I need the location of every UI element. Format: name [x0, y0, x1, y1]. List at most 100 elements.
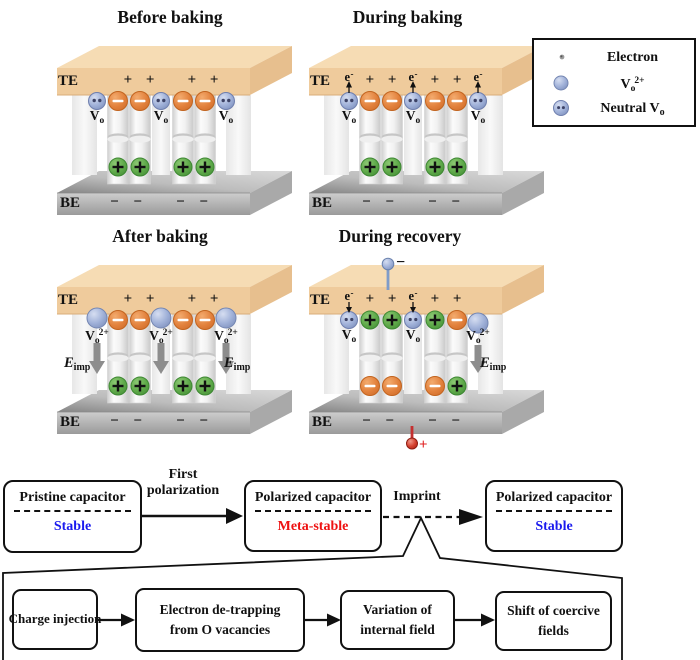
negative-bound-charge-icons: [108, 91, 215, 111]
dashed-separator: [14, 510, 131, 512]
electron-label: e-: [473, 69, 483, 84]
capacitor-during-baking: [309, 46, 544, 215]
pillar-joints: [359, 133, 468, 143]
first-polarization-arrow: [142, 508, 243, 524]
electron-return-arrows: [346, 302, 416, 313]
step-internal-field-variation: Variation of internal field: [340, 590, 455, 650]
positive-bound-charge-icons: [108, 157, 215, 177]
vo-label: Vo: [89, 108, 105, 126]
bottom-charge-icons: [360, 376, 467, 396]
dashed-separator: [255, 510, 371, 512]
vo2plus-icon: [467, 312, 489, 334]
step-coercive-field-shift: Shift of coercive fields: [495, 591, 612, 651]
step-text: Electron de-trapping: [159, 602, 281, 618]
legend-vo2plus-label: Vo2+: [620, 76, 645, 94]
flow-box-polarized-stable: Polarized capacitor Stable: [485, 480, 623, 552]
vo-label: Vo: [405, 108, 421, 126]
imprint-field-arrows: [89, 343, 234, 374]
negative-bound-charge-icons: [108, 310, 215, 330]
positive-bound-charge-icons: [108, 376, 215, 396]
vo-label: Vo: [341, 327, 357, 345]
positive-probe-icon: [406, 426, 418, 450]
vo2plus-icons: [86, 307, 237, 329]
te-label: TE: [58, 292, 79, 308]
neutral-vo-icons: [340, 92, 487, 110]
vo2plus-label: Vo2+: [466, 328, 490, 346]
vo2plus-icon: [553, 75, 569, 91]
vo2plus-label: Vo2+: [149, 328, 173, 346]
minus-charges: − −: [428, 194, 460, 210]
top-electrode-slab: [309, 265, 544, 315]
positive-bound-charge-icons: [360, 157, 467, 177]
step-text: Variation of: [363, 602, 432, 618]
title-during-baking: During baking: [352, 7, 463, 27]
neutral-vo-icons: [88, 92, 235, 110]
vo-label: Vo: [470, 108, 486, 126]
plus-charges: + +: [123, 291, 155, 307]
imprint-field-arrow: [470, 345, 486, 373]
top-electrode-slab: [57, 265, 292, 315]
capacitor-during-recovery: [309, 265, 544, 434]
be-label: BE: [312, 414, 333, 430]
step-text: Shift of coercive: [507, 603, 600, 619]
step-charge-injection: Charge injection: [9, 589, 101, 650]
minus-charges: − −: [362, 194, 394, 210]
vo-label: Vo: [218, 108, 234, 126]
imprint-arrow: [383, 509, 483, 525]
electron-icon: [559, 54, 565, 60]
minus-charges: − −: [428, 413, 460, 429]
negative-bound-charge-icons: [360, 91, 467, 111]
te-label: TE: [310, 73, 331, 89]
flow-box-title: Pristine capacitor: [19, 490, 126, 505]
be-label: BE: [60, 414, 81, 430]
capacitor-after-baking: [57, 265, 292, 434]
electron-label: e-: [344, 288, 354, 303]
legend-electron-label: Electron: [606, 50, 659, 65]
pillar-joints: [107, 133, 216, 143]
flow-box-polarized-meta: Polarized capacitor Meta-stable: [244, 480, 382, 552]
title-before-baking: Before baking: [117, 7, 223, 27]
capacitor-before-baking: [57, 46, 292, 215]
neutral-vo-icons: [340, 311, 422, 329]
pillar-joints: [359, 352, 468, 362]
step-arrows: [98, 613, 495, 627]
plus-charges: + +: [187, 291, 219, 307]
positive-terminal-sign: +: [419, 437, 428, 453]
vo2plus-label: Vo2+: [214, 328, 238, 346]
step-electron-detrapping: Electron de-trapping from O vacancies: [135, 588, 305, 652]
legend-neutral-vo-label: Neutral Vo: [600, 101, 665, 118]
flow-box-state: Stable: [53, 519, 92, 534]
plus-charges: + +: [365, 72, 397, 88]
flow-box-state: Stable: [535, 519, 573, 534]
vo-label: Vo: [341, 108, 357, 126]
negative-terminal-sign: −: [396, 254, 406, 271]
electron-label: e-: [408, 69, 418, 84]
minus-charges: − −: [110, 413, 142, 429]
flow-box-title: Polarized capacitor: [254, 490, 372, 505]
vo-label: Vo: [153, 108, 169, 126]
imprint-field-label: Eimp: [64, 355, 91, 373]
te-label: TE: [58, 73, 79, 89]
plus-charges: + +: [187, 72, 219, 88]
minus-charges: − −: [110, 194, 142, 210]
flow-connectors: [2, 508, 623, 660]
minus-charges: − −: [362, 413, 394, 429]
title-during-recovery: During recovery: [338, 226, 462, 246]
be-label: BE: [312, 195, 333, 211]
electron-label: e-: [344, 69, 354, 84]
negative-probe-icon: [381, 257, 395, 290]
be-label: BE: [60, 195, 81, 211]
dashed-separator: [496, 510, 612, 512]
minus-charges: − −: [176, 413, 208, 429]
vo-label: Vo: [405, 327, 421, 345]
background-columns: [324, 95, 503, 175]
flow-box-title: Polarized capacitor: [495, 490, 613, 505]
minus-charges: − −: [176, 194, 208, 210]
plus-charges: + +: [365, 291, 397, 307]
plus-charges: + +: [430, 291, 462, 307]
imprint-label: Imprint: [393, 489, 441, 504]
imprint-field-label: Eimp: [480, 355, 507, 373]
step-text: Charge injection: [8, 611, 102, 627]
step-text: internal field: [360, 622, 435, 637]
